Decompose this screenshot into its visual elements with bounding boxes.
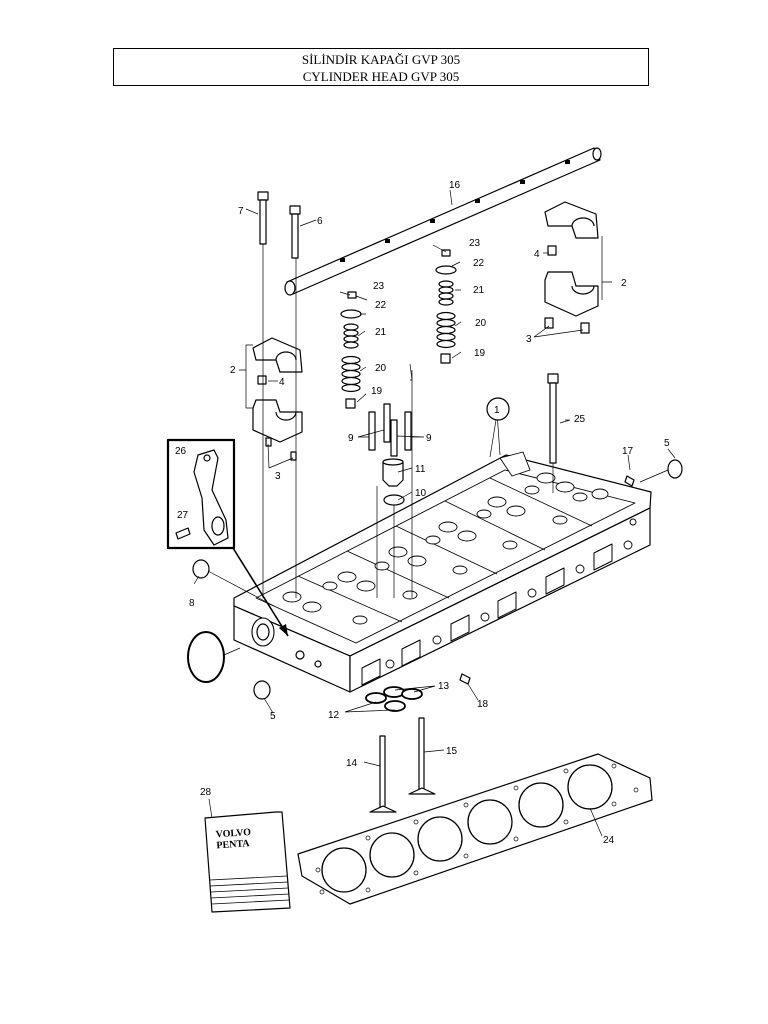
svg-text:VOLVO: VOLVO [215,827,251,840]
callout-13: 13 [438,681,450,692]
valve-spring-stack-left [340,291,362,409]
callout-23-left: 23 [373,281,385,292]
valve-guides [368,403,412,457]
callout-3-right: 3 [526,334,532,345]
callout-22-right: 22 [473,258,485,269]
callout-5-rear: 5 [664,438,670,449]
title-box: SİLİNDİR KAPAĞI GVP 305 CYLINDER HEAD GV… [113,48,649,86]
callout-8: 8 [189,598,195,609]
bearing-cap-right [544,201,599,334]
bolt-6 [289,205,301,259]
callout-24: 24 [603,835,615,846]
rocker-arm [175,449,229,546]
callout-2-right: 2 [621,278,627,289]
screw-17 [624,475,635,487]
callout-26: 26 [175,446,187,457]
bolt-7 [257,191,269,245]
callout-22-left: 22 [375,300,387,311]
gasket-kit-booklet [204,811,291,913]
valve-seat-rings [365,686,423,712]
callout-7: 7 [238,206,244,217]
valve-spring-stack-right [435,249,457,364]
callout-12: 12 [328,710,340,721]
callout-10: 10 [415,488,427,499]
callout-3-left: 3 [275,471,281,482]
injector-sleeve [382,458,405,506]
plug-5-rear [667,459,683,479]
callout-20-left: 20 [375,363,387,374]
callout-27: 27 [177,510,189,521]
callout-15: 15 [446,746,458,757]
camshaft [284,147,602,296]
callout-circle-1 [486,397,510,421]
callout-6: 6 [317,216,323,227]
callout-21-right: 21 [473,285,485,296]
callouts: 1 2 2 3 3 4 4 5 5 6 7 8 9 9 10 11 12 13 … [175,180,670,846]
plug-8 [192,559,210,579]
title-turkish: SİLİNDİR KAPAĞI GVP 305 [301,52,461,67]
leader-lines [193,189,676,837]
volvo-penta-logo: VOLVO PENTA [215,827,251,851]
exhaust-valve [408,717,436,795]
callout-25: 25 [574,414,586,425]
cylinder-head [233,451,652,693]
callout-5-front: 5 [270,711,276,722]
callout-19-left: 19 [371,386,383,397]
callout-4-left: 4 [279,377,285,388]
callout-1: 1 [494,405,500,416]
callout-2-left: 2 [230,365,236,376]
callout-11: 11 [415,464,426,475]
o-ring [187,631,225,683]
callout-4-right: 4 [534,249,540,260]
title-english: CYLINDER HEAD GVP 305 [302,69,460,84]
screw-18 [459,673,471,685]
callout-18: 18 [477,699,489,710]
callout-17: 17 [622,446,634,457]
callout-16: 16 [449,180,461,191]
callout-28: 28 [200,787,212,798]
callout-19-right: 19 [474,348,486,359]
bolt-25 [547,373,559,464]
callout-14: 14 [346,758,358,769]
bearing-cap-left [252,337,303,461]
inset-pointer-arrow [279,624,288,636]
intake-valve [369,735,397,813]
plug-5-front [253,680,271,700]
callout-9-right: 9 [426,433,432,444]
svg-text:PENTA: PENTA [216,838,251,851]
callout-20-right: 20 [475,318,487,329]
callout-23-right: 23 [469,238,481,249]
callout-21-left: 21 [375,327,387,338]
head-gasket [297,753,653,905]
callout-9-left: 9 [348,433,354,444]
